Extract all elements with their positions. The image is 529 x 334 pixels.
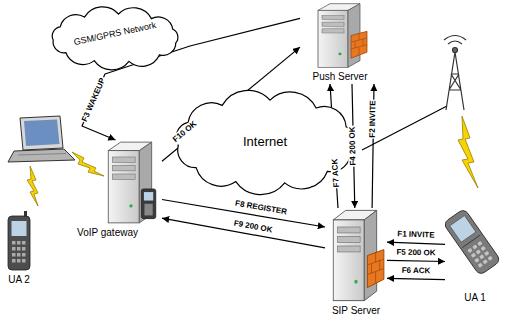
network-cloud: GSM/GPRS Network: [40, 2, 190, 74]
wireless-bolt: [458, 116, 478, 188]
wireless-bolt: [27, 166, 38, 206]
server-node: SIP Server: [325, 208, 387, 303]
message-arrow: [162, 218, 325, 248]
server-node: Push Server: [300, 2, 380, 84]
edge-label: F5 200 OK: [396, 247, 437, 258]
node-label: Internet: [243, 134, 287, 150]
node-label: SIP Server: [332, 305, 380, 317]
edge-label: F1 INVITE: [396, 230, 436, 242]
phone-icon: [5, 210, 33, 272]
gateway-icon: [100, 140, 162, 225]
phone-node: UA 2: [5, 210, 33, 272]
server-icon: [310, 2, 370, 69]
message-arrow: [387, 242, 445, 244]
node-label: VoIP gateway: [77, 227, 138, 239]
flip-icon: [445, 195, 500, 290]
message-arrow: [387, 260, 445, 261]
node-label: Push Server: [312, 71, 367, 83]
edge-label: F6 ACK: [401, 266, 432, 277]
edge-label: F2 INVITE: [368, 99, 379, 138]
edge-label: F3 WAKEUP: [79, 76, 108, 125]
radio-tower: [444, 36, 466, 111]
server-icon: [325, 208, 387, 303]
laptop-icon: [8, 116, 75, 162]
gateway-node: VoIP gateway: [100, 140, 162, 225]
phone-node: UA 1: [445, 195, 500, 290]
message-arrow: [387, 278, 445, 279]
edge-label: F7 ACK: [330, 158, 342, 189]
edge-label: F4 200 OK: [348, 125, 359, 166]
node-label: UA 2: [8, 274, 30, 286]
node-label: UA 1: [464, 292, 486, 304]
wireless-bolt: [72, 152, 104, 176]
edge-label: F8 REGISTER: [233, 199, 288, 218]
